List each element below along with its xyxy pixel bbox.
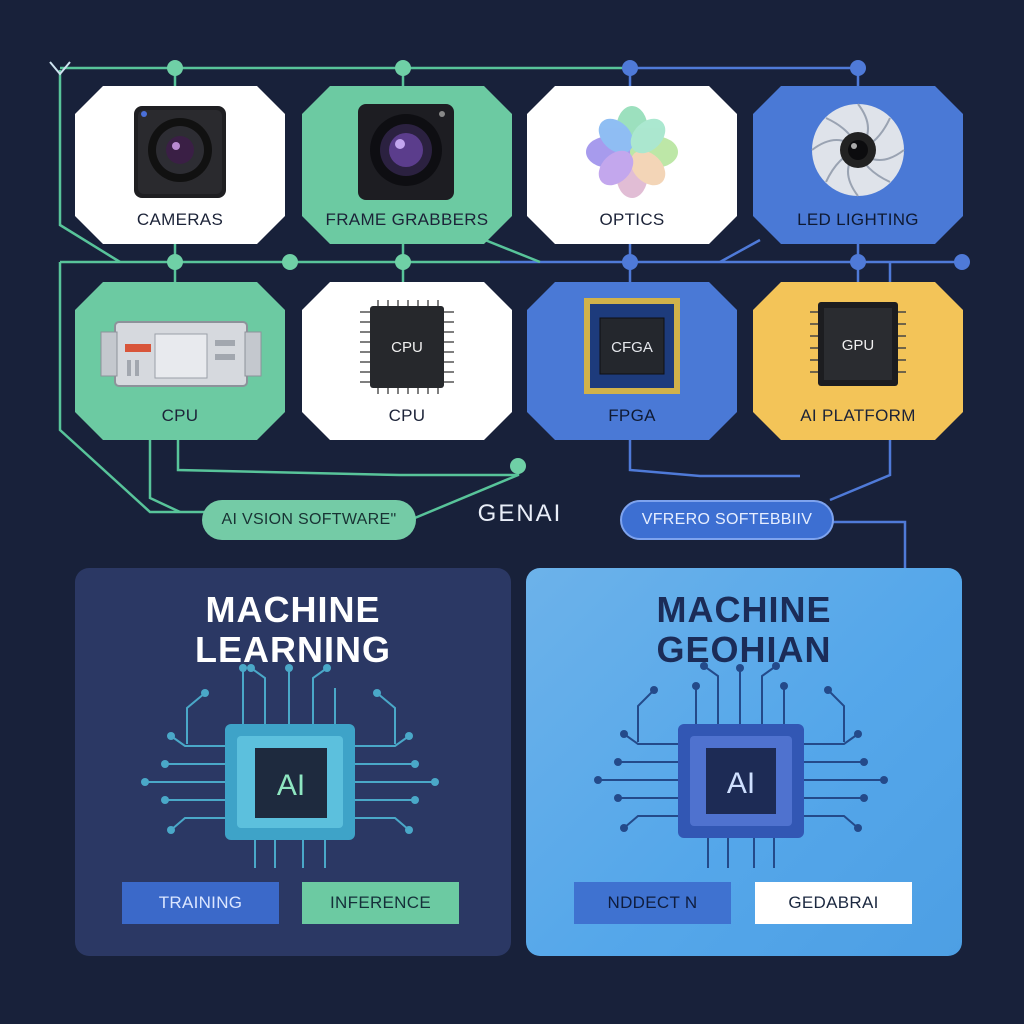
fpga-chip-label: CFGA [611,339,653,356]
camera-icon [134,106,226,198]
cpu-module-card[interactable]: CPU [75,282,285,440]
optics-label: OPTICS [599,210,665,229]
cpu-chip-icon: CPU [360,300,454,394]
ai-platform-label: AI PLATFORM [800,406,916,425]
machine-geohian-panel: MACHINE GEOHIAN AI NDDECT N GEDABRAI [526,568,962,956]
machine-learning-title: MACHINE LEARNING [75,590,511,670]
gedabrai-tag[interactable]: GEDABRAI [755,882,912,924]
led-lighting-label: LED LIGHTING [797,210,919,229]
ai-platform-card[interactable]: GPU AI PLATFORM [753,282,963,440]
panel-title-line: GEOHIAN [656,629,832,670]
led-lighting-card[interactable]: LED LIGHTING [753,86,963,244]
cpu-chip-label: CPU [391,339,423,356]
ai-chip-diagram: AI [594,662,888,868]
nddect-tag[interactable]: NDDECT N [574,882,731,924]
fpga-card[interactable]: CFGA FPGA [527,282,737,440]
frame-grabbers-label: FRAME GRABBERS [325,210,489,229]
vfrero-software-pill[interactable]: VFRERO SOFTEBBIIV [620,500,834,540]
cpu-card[interactable]: CPU CPU [302,282,512,440]
ai-chip-label: AI [277,769,305,802]
panel-title-line: LEARNING [195,629,391,670]
cpu-module-icon [100,321,262,387]
machine-geohian-title: MACHINE GEOHIAN [526,590,962,670]
gpu-chip-icon: GPU [810,302,906,386]
frame-grabber-icon [358,104,454,200]
frame-grabbers-card[interactable]: FRAME GRABBERS [302,86,512,244]
panel-title-line: MACHINE [205,589,381,630]
gpu-chip-label: GPU [842,337,875,354]
inference-tag[interactable]: INFERENCE [302,882,459,924]
cpu-label: CPU [388,406,426,425]
ai-chip-label: AI [727,767,755,800]
ai-vision-software-pill[interactable]: AI VSION SOFTWAREʺ [202,500,416,540]
cpu-module-label: CPU [161,406,199,425]
training-tag[interactable]: TRAINING [122,882,279,924]
genai-label: GENAI [477,500,563,527]
fpga-chip-icon: CFGA [584,298,680,394]
cameras-card[interactable]: CAMERAS [75,86,285,244]
panel-title-line: MACHINE [656,589,832,630]
fpga-label: FPGA [608,406,656,425]
ai-chip-diagram: AI [141,664,439,868]
optics-card[interactable]: OPTICS [527,86,737,244]
led-lighting-icon [811,103,905,197]
cameras-label: CAMERAS [136,210,224,229]
machine-learning-panel: MACHINE LEARNING AI TRAINING INFERENCE [75,568,511,956]
optics-flower-icon [586,106,678,198]
